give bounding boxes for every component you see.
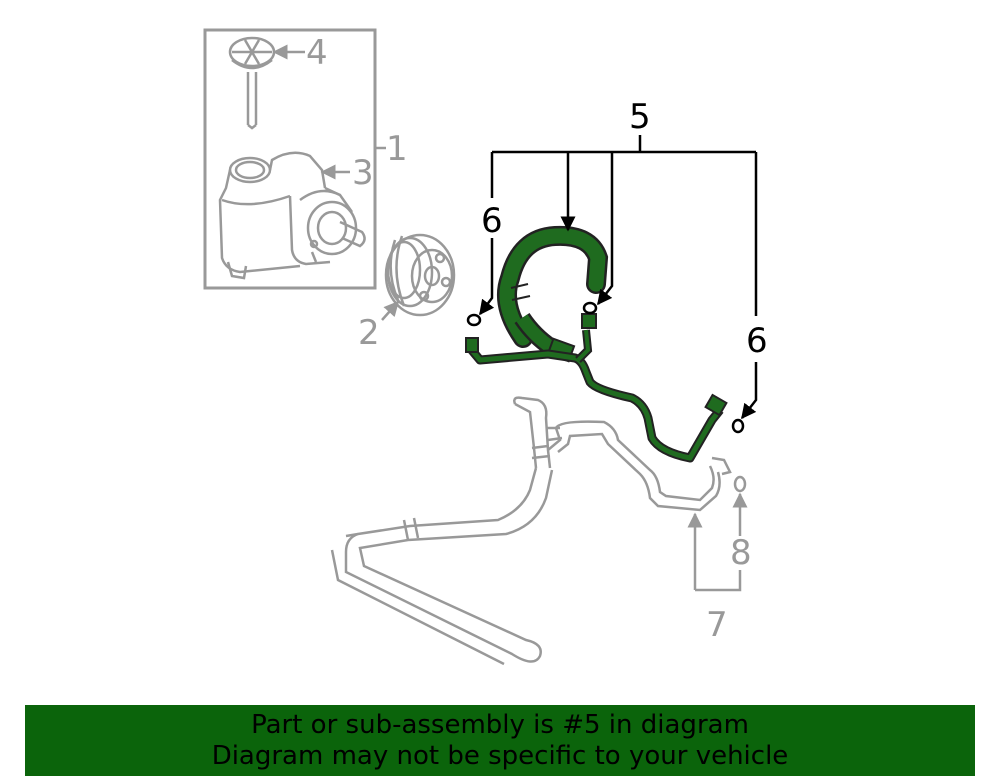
pump-pulley <box>384 233 456 317</box>
info-banner: Part or sub-assembly is #5 in diagram Di… <box>25 705 975 776</box>
power-steering-pump <box>218 151 366 280</box>
callout-5: 5 <box>629 97 651 137</box>
callout-3: 3 <box>352 153 374 193</box>
callout-4: 4 <box>306 33 328 73</box>
o-ring-8 <box>733 475 747 493</box>
banner-line-2: Diagram may not be specific to your vehi… <box>211 741 789 771</box>
parts-diagram: 1 2 3 4 5 6 6 7 8 <box>203 28 768 666</box>
pressure-hose-assembly <box>465 225 728 463</box>
callout-8: 8 <box>730 533 752 573</box>
banner-line-1: Part or sub-assembly is #5 in diagram <box>251 710 749 740</box>
o-ring-6-right <box>731 418 745 434</box>
callout-6-right: 6 <box>746 321 768 361</box>
o-ring-6-mid <box>582 301 598 315</box>
gray-leaders <box>272 44 748 592</box>
black-leaders <box>479 135 758 420</box>
o-ring-6-left <box>466 313 482 327</box>
return-hose-assembly <box>330 396 732 666</box>
pump-assembly-group <box>203 28 377 290</box>
callout-2: 2 <box>358 313 380 353</box>
pump-assembly-box <box>203 28 377 290</box>
callout-7: 7 <box>706 605 728 645</box>
callout-1: 1 <box>386 129 408 169</box>
callout-6-left: 6 <box>481 201 503 241</box>
reservoir-cap <box>228 36 276 130</box>
